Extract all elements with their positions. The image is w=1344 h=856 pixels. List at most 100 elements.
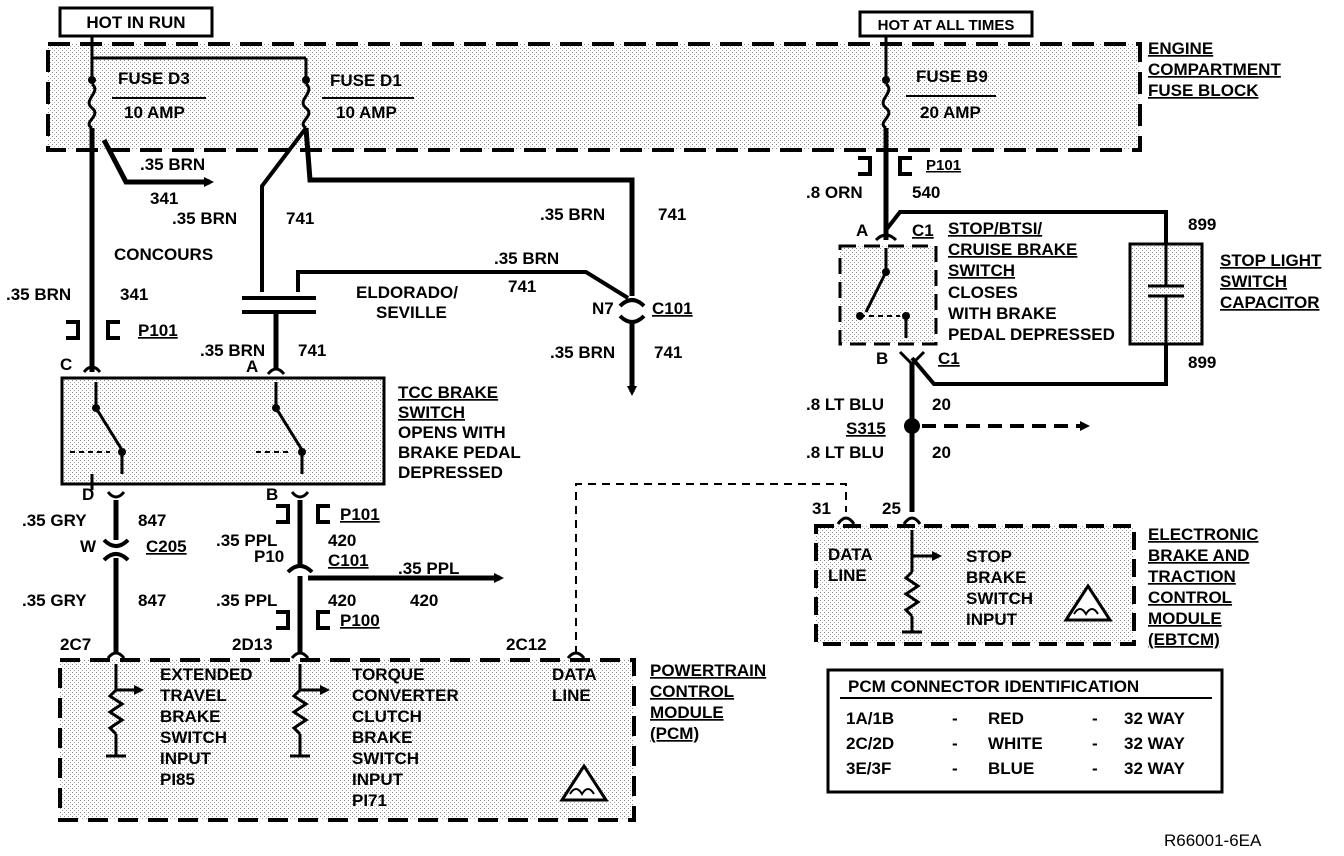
circuit-341-top: 341 [150, 189, 178, 208]
circuit-420-top: 420 [328, 531, 356, 550]
svg-text:BLUE: BLUE [988, 759, 1034, 778]
pcm-ext-5: INPUT [160, 749, 212, 768]
pcm-tcc-6: INPUT [352, 770, 404, 789]
pin-25: 25 [882, 499, 901, 518]
fuse-d1-rating: 10 AMP [336, 103, 397, 122]
pcm-id-table [826, 668, 1224, 794]
circuit-741-down: 741 [654, 343, 682, 362]
tcc-switch-desc-1: OPENS WITH [398, 423, 506, 442]
pin-2c7: 2C7 [60, 635, 91, 654]
svg-text:32 WAY: 32 WAY [1124, 709, 1185, 728]
pcm-tcc-7: PI71 [352, 791, 387, 810]
circuit-741-concours: 741 [286, 209, 314, 228]
ebtcm-data-1: DATA [828, 545, 873, 564]
wire-orn: .8 ORN [806, 183, 863, 202]
pcm-tcc-input [290, 664, 330, 758]
connector-c1-top: C1 [912, 221, 934, 240]
pcm-id-title: PCM CONNECTOR IDENTIFICATION [848, 677, 1139, 696]
circuit-899-top: 899 [1188, 215, 1216, 234]
fuse-d1-name: FUSE D1 [330, 71, 402, 90]
pcm-tcc-1: TORQUE [352, 665, 424, 684]
ebtcm-title-4: CONTROL [1148, 588, 1232, 607]
pcm-data-2: LINE [552, 686, 591, 705]
pcm-id-row-1: 1A/1B - RED - 32 WAY [846, 709, 1185, 728]
stop-switch-title-2: CRUISE BRAKE [948, 240, 1077, 259]
tcc-switch-title-1: TCC BRAKE [398, 383, 498, 402]
tcc-switch-title-2: SWITCH [398, 403, 465, 422]
figure-id: R66001-6EA [1164, 831, 1262, 850]
eldorado-label-2: SEVILLE [376, 303, 447, 322]
svg-text:-: - [1092, 709, 1098, 728]
pin-a-tcc: A [246, 357, 258, 376]
tcc-switch-desc-3: DEPRESSED [398, 463, 503, 482]
pin-b-tcc: B [266, 485, 278, 504]
stop-switch-title-3: SWITCH [948, 261, 1015, 280]
splice-s315 [904, 418, 920, 434]
svg-text:-: - [952, 734, 958, 753]
circuit-20-top: 20 [932, 395, 951, 414]
pcm-ext-4: SWITCH [160, 728, 227, 747]
ebtcm-title-3: TRACTION [1148, 567, 1236, 586]
connector-p10: P10 [254, 547, 284, 566]
pcm-data-1: DATA [552, 665, 597, 684]
wire-ltblu-top: .8 LT BLU [806, 395, 884, 414]
capacitor-title-1: STOP LIGHT [1220, 251, 1322, 270]
circuit-741-tcc: 741 [298, 341, 326, 360]
svg-text:32 WAY: 32 WAY [1124, 759, 1185, 778]
svg-text:32 WAY: 32 WAY [1124, 734, 1185, 753]
ebtcm-stop-2: BRAKE [966, 568, 1026, 587]
circuit-20-bottom: 20 [932, 443, 951, 462]
circuit-847-top: 847 [138, 511, 166, 530]
pcm-id-row-2: 2C/2D - WHITE - 32 WAY [846, 734, 1185, 753]
wire-ppl-bottom: .35 PPL [216, 591, 277, 610]
wire-gry-bottom: .35 GRY [22, 591, 87, 610]
pin-2d13: 2D13 [232, 635, 273, 654]
wire-brn-top: .35 BRN [140, 155, 205, 174]
svg-text:-: - [1092, 734, 1098, 753]
pin-d: D [82, 485, 94, 504]
tcc-switch-desc-2: BRAKE PEDAL [398, 443, 521, 462]
ebtcm-title-2: BRAKE AND [1148, 546, 1249, 565]
pcm-tcc-5: SWITCH [352, 749, 419, 768]
svg-text:RED: RED [988, 709, 1024, 728]
fuse-block-title-2: COMPARTMENT [1148, 60, 1281, 79]
svg-text:WHITE: WHITE [988, 734, 1043, 753]
wire-brn-tcc: .35 BRN [200, 341, 265, 360]
svg-text:-: - [952, 759, 958, 778]
pcm-ext-3: BRAKE [160, 707, 220, 726]
pcm-title-4: (PCM) [650, 724, 699, 743]
eldorado-label-1: ELDORADO/ [356, 283, 458, 302]
ebtcm-stop-input [902, 530, 942, 634]
circuit-741-c101: 741 [658, 205, 686, 224]
pcm-ext-6: PI85 [160, 770, 195, 789]
splice-s315-label: S315 [846, 419, 886, 438]
wire-brn-down: .35 BRN [550, 343, 615, 362]
fuse-block-title-3: FUSE BLOCK [1148, 81, 1259, 100]
pin-31: 31 [812, 499, 831, 518]
circuit-540: 540 [912, 183, 940, 202]
circuit-420-branch: 420 [410, 591, 438, 610]
fuse-block-title-1: ENGINE [1148, 39, 1213, 58]
connector-c101-bottom: C101 [328, 551, 369, 570]
pcm-id-row-3: 3E/3F - BLUE - 32 WAY [846, 759, 1185, 778]
stop-switch-desc-1: CLOSES [948, 283, 1018, 302]
stop-brake-switch-box [838, 244, 938, 346]
circuit-847-bottom: 847 [138, 591, 166, 610]
wire-ltblu-bottom: .8 LT BLU [806, 443, 884, 462]
ebtcm-title-1: ELECTRONIC [1148, 525, 1259, 544]
circuit-341-left: 341 [120, 285, 148, 304]
pin-b-stop: B [876, 349, 888, 368]
hot-in-run-box [58, 6, 214, 38]
connector-c1-bottom: C1 [938, 349, 960, 368]
wire-gry-top: .35 GRY [22, 511, 87, 530]
connector-p101-left: P101 [138, 321, 178, 340]
hot-in-run-label: HOT IN RUN [86, 13, 185, 32]
pcm-tcc-4: BRAKE [352, 728, 412, 747]
connector-p101-mid: P101 [340, 505, 380, 524]
connector-p100: P100 [340, 611, 380, 630]
concours-label: CONCOURS [114, 245, 213, 264]
circuit-741-eldorado: 741 [508, 277, 536, 296]
fuse-d3-name: FUSE D3 [118, 69, 190, 88]
pcm-title-1: POWERTRAIN [650, 661, 766, 680]
